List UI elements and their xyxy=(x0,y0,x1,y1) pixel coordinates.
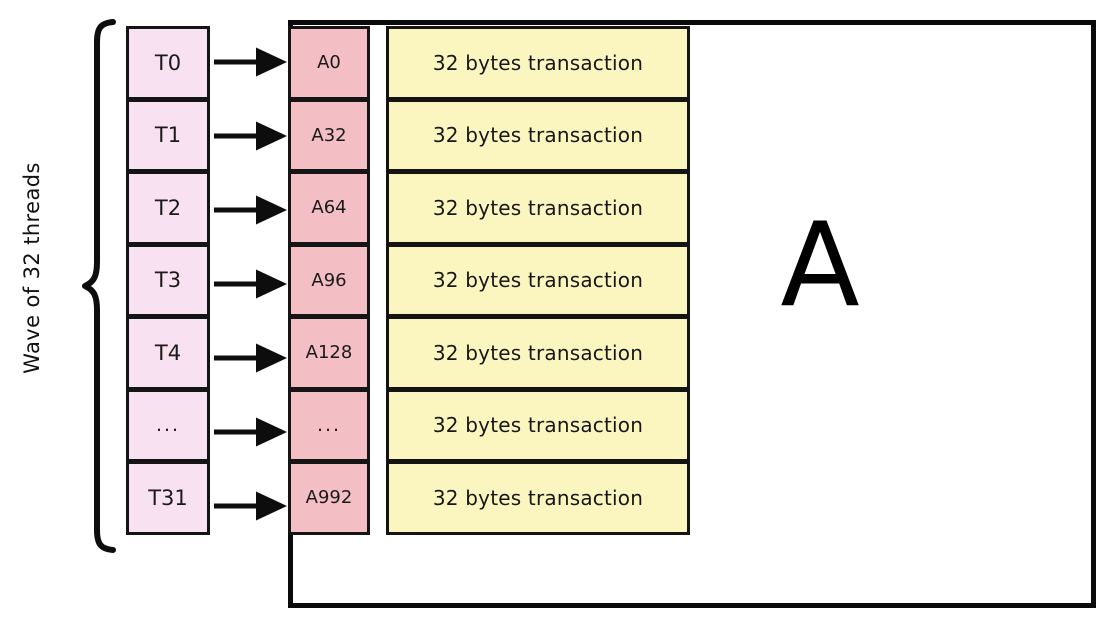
transaction-label: 32 bytes transaction xyxy=(432,340,644,365)
thread-cell: ... xyxy=(126,388,210,462)
thread-cell: T3 xyxy=(126,243,210,317)
transaction-label: 32 bytes transaction xyxy=(432,413,644,438)
address-label: A32 xyxy=(311,124,347,146)
address-cell: A992 xyxy=(288,461,370,535)
transaction-label: 32 bytes transaction xyxy=(432,123,644,148)
thread-label: ... xyxy=(155,414,181,437)
transaction-label: 32 bytes transaction xyxy=(432,195,644,220)
thread-label: T0 xyxy=(154,50,182,75)
address-cell: A64 xyxy=(288,171,370,245)
address-label: A64 xyxy=(311,197,347,219)
transaction-cell: 32 bytes transaction xyxy=(386,98,690,172)
address-column: A0 A32 A64 A96 A128 ... A992 xyxy=(288,26,370,535)
transaction-cell: 32 bytes transaction xyxy=(386,316,690,390)
address-label: A992 xyxy=(305,487,353,509)
memory-region-label: A xyxy=(780,198,860,333)
transaction-cell: 32 bytes transaction xyxy=(386,171,690,245)
address-cell: A32 xyxy=(288,98,370,172)
transaction-cell: 32 bytes transaction xyxy=(386,243,690,317)
thread-label: T2 xyxy=(154,195,182,220)
transaction-cell: 32 bytes transaction xyxy=(386,388,690,462)
transaction-label: 32 bytes transaction xyxy=(432,485,644,510)
transaction-column: 32 bytes transaction 32 bytes transactio… xyxy=(386,26,690,535)
address-cell: ... xyxy=(288,388,370,462)
address-cell: A0 xyxy=(288,26,370,100)
thread-label: T1 xyxy=(154,123,182,148)
transaction-label: 32 bytes transaction xyxy=(432,268,644,293)
thread-label: T4 xyxy=(154,340,182,365)
wave-of-threads-label: Wave of 32 threads xyxy=(20,162,44,374)
address-cell: A96 xyxy=(288,243,370,317)
thread-cell: T1 xyxy=(126,98,210,172)
address-label: A128 xyxy=(305,342,353,364)
transaction-label: 32 bytes transaction xyxy=(432,50,644,75)
thread-label: T3 xyxy=(154,268,182,293)
thread-label: T31 xyxy=(148,485,188,510)
thread-column: T0 T1 T2 T3 T4 ... T31 xyxy=(126,26,210,535)
transaction-cell: 32 bytes transaction xyxy=(386,461,690,535)
transaction-cell: 32 bytes transaction xyxy=(386,26,690,100)
address-label: A96 xyxy=(311,269,347,291)
thread-cell: T0 xyxy=(126,26,210,100)
curly-brace-icon xyxy=(82,19,116,553)
thread-cell: T4 xyxy=(126,316,210,390)
thread-cell: T2 xyxy=(126,171,210,245)
address-label: A0 xyxy=(317,52,341,74)
address-cell: A128 xyxy=(288,316,370,390)
thread-cell: T31 xyxy=(126,461,210,535)
address-label: ... xyxy=(316,414,342,437)
